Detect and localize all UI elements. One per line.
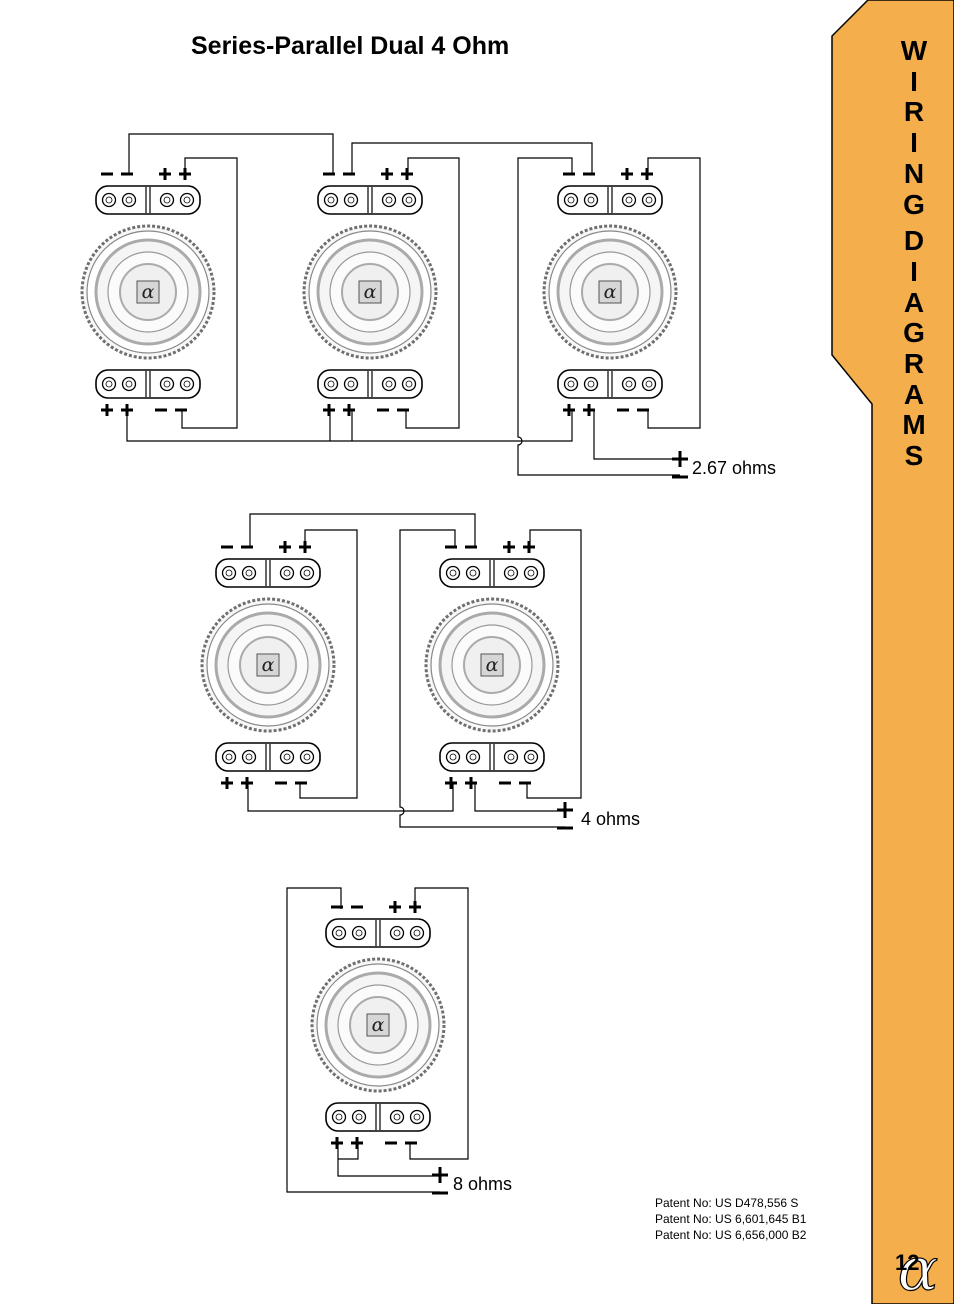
page-number: 12 (895, 1250, 920, 1275)
tab-letter: R (903, 96, 925, 128)
patent-line: Patent No: US 6,656,000 B2 (655, 1228, 807, 1242)
diagram-2-speakers (202, 513, 582, 830)
speaker-5 (426, 541, 558, 789)
speaker-3 (544, 168, 676, 416)
speaker-6 (312, 901, 444, 1149)
impedance-label-2-speakers: 4 ohms (581, 809, 641, 829)
logo-icon: α (898, 1235, 939, 1304)
impedance-label-1-speaker: 8 ohms (453, 1174, 513, 1194)
tab-letter: G (903, 188, 925, 220)
amp-terminal-1-speaker (430, 1165, 450, 1195)
speaker-2 (304, 168, 436, 416)
tab-letter: N (903, 157, 925, 189)
diagram-3-speakers (82, 133, 701, 479)
section-tab-shape (831, 0, 954, 1304)
speaker-4 (202, 541, 334, 789)
amp-terminal-2-speakers (555, 800, 575, 830)
amp-terminal-3-speakers (670, 449, 690, 479)
tab-letter: A (903, 378, 925, 410)
tab-letter: S (904, 440, 924, 472)
impedance-label-3-speakers: 2.67 ohms (692, 458, 777, 478)
tab-letter: M (902, 409, 926, 441)
page-title: Series-Parallel Dual 4 Ohm (191, 32, 510, 60)
patent-line: Patent No: US 6,601,645 B1 (655, 1212, 807, 1226)
tab-letter: W (900, 35, 928, 66)
tab-letter: G (903, 317, 925, 349)
tab-letter: A (903, 286, 925, 318)
tab-letter: D (903, 225, 925, 257)
tab-letter: R (903, 348, 925, 380)
speaker-1 (82, 168, 214, 416)
patent-list: Patent No: US D478,556 S Patent No: US 6… (655, 1195, 806, 1243)
tab-letter: I (910, 65, 918, 97)
tab-letter: I (910, 127, 918, 159)
patent-line: Patent No: US D478,556 S (655, 1196, 799, 1210)
tab-letter: I (910, 255, 918, 287)
diagram-1-speaker (286, 887, 469, 1195)
